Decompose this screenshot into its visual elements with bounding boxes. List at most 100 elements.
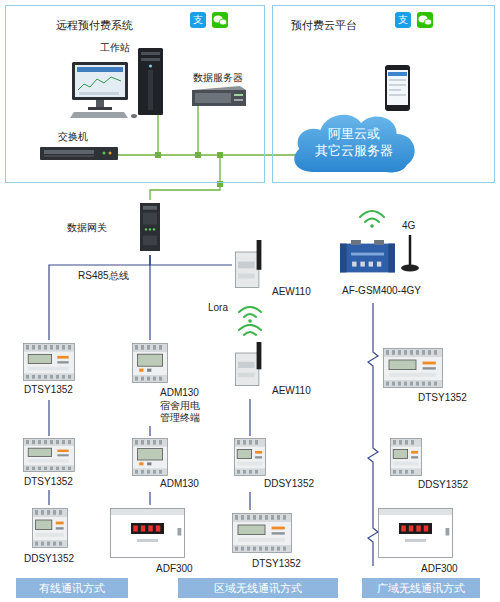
energy-meter-icon bbox=[35, 542, 38, 546]
energy-meter-icon bbox=[235, 468, 265, 475]
energy-meter-icon bbox=[232, 513, 292, 553]
bus-line bbox=[150, 255, 232, 265]
energy-meter-icon bbox=[272, 527, 285, 530]
workstation bbox=[79, 92, 119, 95]
energy-meter-icon bbox=[405, 440, 408, 445]
lora-module: AEW110 bbox=[232, 340, 320, 399]
dorm-terminal: ADM130宿舍用电 管理终端 bbox=[128, 340, 213, 426]
alipay-glyph: 支 bbox=[190, 12, 206, 28]
cloud-shape bbox=[288, 108, 420, 178]
energy-meter-icon bbox=[399, 470, 402, 474]
prepay-box-icon bbox=[131, 523, 164, 534]
wireless-dot bbox=[370, 224, 374, 228]
energy-meter-icon bbox=[50, 467, 53, 470]
wireless-symbol bbox=[365, 219, 379, 223]
lora-module-icon bbox=[235, 342, 265, 386]
wireless-symbol bbox=[239, 307, 261, 312]
prepay-box-icon bbox=[178, 528, 182, 536]
energy-meter-icon bbox=[57, 361, 68, 363]
dorm-terminal-icon bbox=[137, 354, 162, 366]
dorm-terminal-icon bbox=[133, 439, 168, 476]
energy-meter-icon bbox=[393, 462, 418, 466]
energy-meter-icon bbox=[32, 467, 35, 470]
node-label: 区域无线通讯方式 bbox=[214, 582, 302, 595]
energy-meter-icon bbox=[384, 349, 443, 388]
gateway-icon bbox=[140, 203, 160, 251]
prepay-box-icon bbox=[156, 526, 161, 532]
alipay-icon bbox=[395, 12, 411, 28]
energy-meter-icon bbox=[404, 350, 407, 355]
wechat-icon bbox=[219, 19, 227, 25]
lora-module-icon bbox=[257, 240, 262, 270]
data-server bbox=[192, 90, 246, 106]
energy-meter-icon bbox=[416, 350, 419, 355]
cloud-shape: 阿里云或 其它云服务器 bbox=[288, 108, 420, 178]
energy-meter-icon bbox=[44, 440, 47, 444]
energy-meter-icon bbox=[36, 520, 52, 530]
4g-gateway-icon bbox=[374, 240, 384, 245]
cloud-shape bbox=[294, 115, 414, 173]
energy-meter-icon bbox=[271, 515, 274, 520]
energy-meter-icon bbox=[56, 440, 59, 444]
node-label: DTSY1352 bbox=[418, 392, 467, 404]
prepay-box-icon bbox=[416, 526, 421, 532]
energy-meter-icon bbox=[383, 348, 443, 388]
prepay-box-icon bbox=[424, 526, 429, 532]
4g-gateway: AF-GSM400-4GY bbox=[330, 235, 445, 301]
energy-meter-icon bbox=[234, 438, 266, 476]
prepay-box-icon bbox=[141, 526, 146, 532]
4g-gateway-icon bbox=[360, 262, 364, 267]
energy-meter-icon bbox=[243, 440, 246, 445]
energy-meter-icon bbox=[233, 514, 291, 522]
energy-meter-icon bbox=[422, 350, 425, 355]
dorm-terminal-icon bbox=[153, 377, 156, 381]
wireless-dot bbox=[248, 224, 374, 323]
energy-meter-icon bbox=[393, 449, 407, 458]
energy-meter-icon bbox=[24, 439, 74, 446]
energy-meter-icon bbox=[50, 375, 53, 379]
energy-meter-icon bbox=[24, 439, 75, 472]
energy-meter-icon bbox=[235, 439, 265, 447]
energy-meter-icon bbox=[392, 350, 395, 355]
node-label: AEW110 bbox=[272, 286, 311, 298]
energy-meter-icon bbox=[237, 470, 240, 474]
energy-meter-icon bbox=[33, 509, 68, 548]
gateway-icon bbox=[153, 228, 155, 230]
energy-meter-icon bbox=[56, 527, 64, 529]
energy-meter-icon bbox=[59, 542, 62, 546]
network-label: 4G bbox=[402, 220, 415, 232]
network-switch bbox=[44, 150, 94, 154]
dorm-terminal-icon bbox=[159, 440, 162, 445]
energy-meter-icon bbox=[68, 467, 71, 470]
energy-meter-icon bbox=[249, 470, 252, 474]
node-label: ADF300 bbox=[421, 563, 458, 575]
4g-gateway-icon bbox=[340, 244, 395, 273]
energy-meter-icon bbox=[238, 525, 265, 535]
wechat-icon bbox=[212, 12, 228, 28]
energy-meter-icon bbox=[391, 439, 421, 447]
energy-meter-icon bbox=[24, 344, 74, 352]
network-line bbox=[157, 115, 158, 155]
energy-meter-icon bbox=[255, 440, 258, 445]
workstation bbox=[70, 112, 128, 118]
energy-meter-icon bbox=[233, 545, 291, 552]
energy-meter-icon bbox=[23, 438, 75, 472]
wireless-link bbox=[368, 303, 378, 566]
energy-meter-icon bbox=[259, 515, 262, 520]
bus-line bbox=[149, 492, 150, 505]
network-line bbox=[197, 106, 198, 155]
dorm-terminal-icon bbox=[147, 462, 151, 465]
node-label: DDSY1352 bbox=[264, 478, 314, 490]
dorm-terminal-icon bbox=[132, 438, 168, 476]
network-line bbox=[118, 106, 298, 200]
energy-meter-icon bbox=[265, 515, 268, 520]
bus-label: RS485总线 bbox=[78, 270, 129, 282]
energy-meter-icon bbox=[32, 508, 68, 548]
4g-gateway-icon bbox=[340, 244, 347, 273]
wechat-icon bbox=[424, 19, 432, 25]
prepay-box-icon bbox=[379, 509, 452, 515]
dorm-terminal-icon bbox=[153, 440, 156, 445]
energy-meter-icon bbox=[410, 350, 413, 355]
energy-meter-icon bbox=[384, 349, 442, 357]
dorm-terminal-icon bbox=[139, 462, 143, 465]
